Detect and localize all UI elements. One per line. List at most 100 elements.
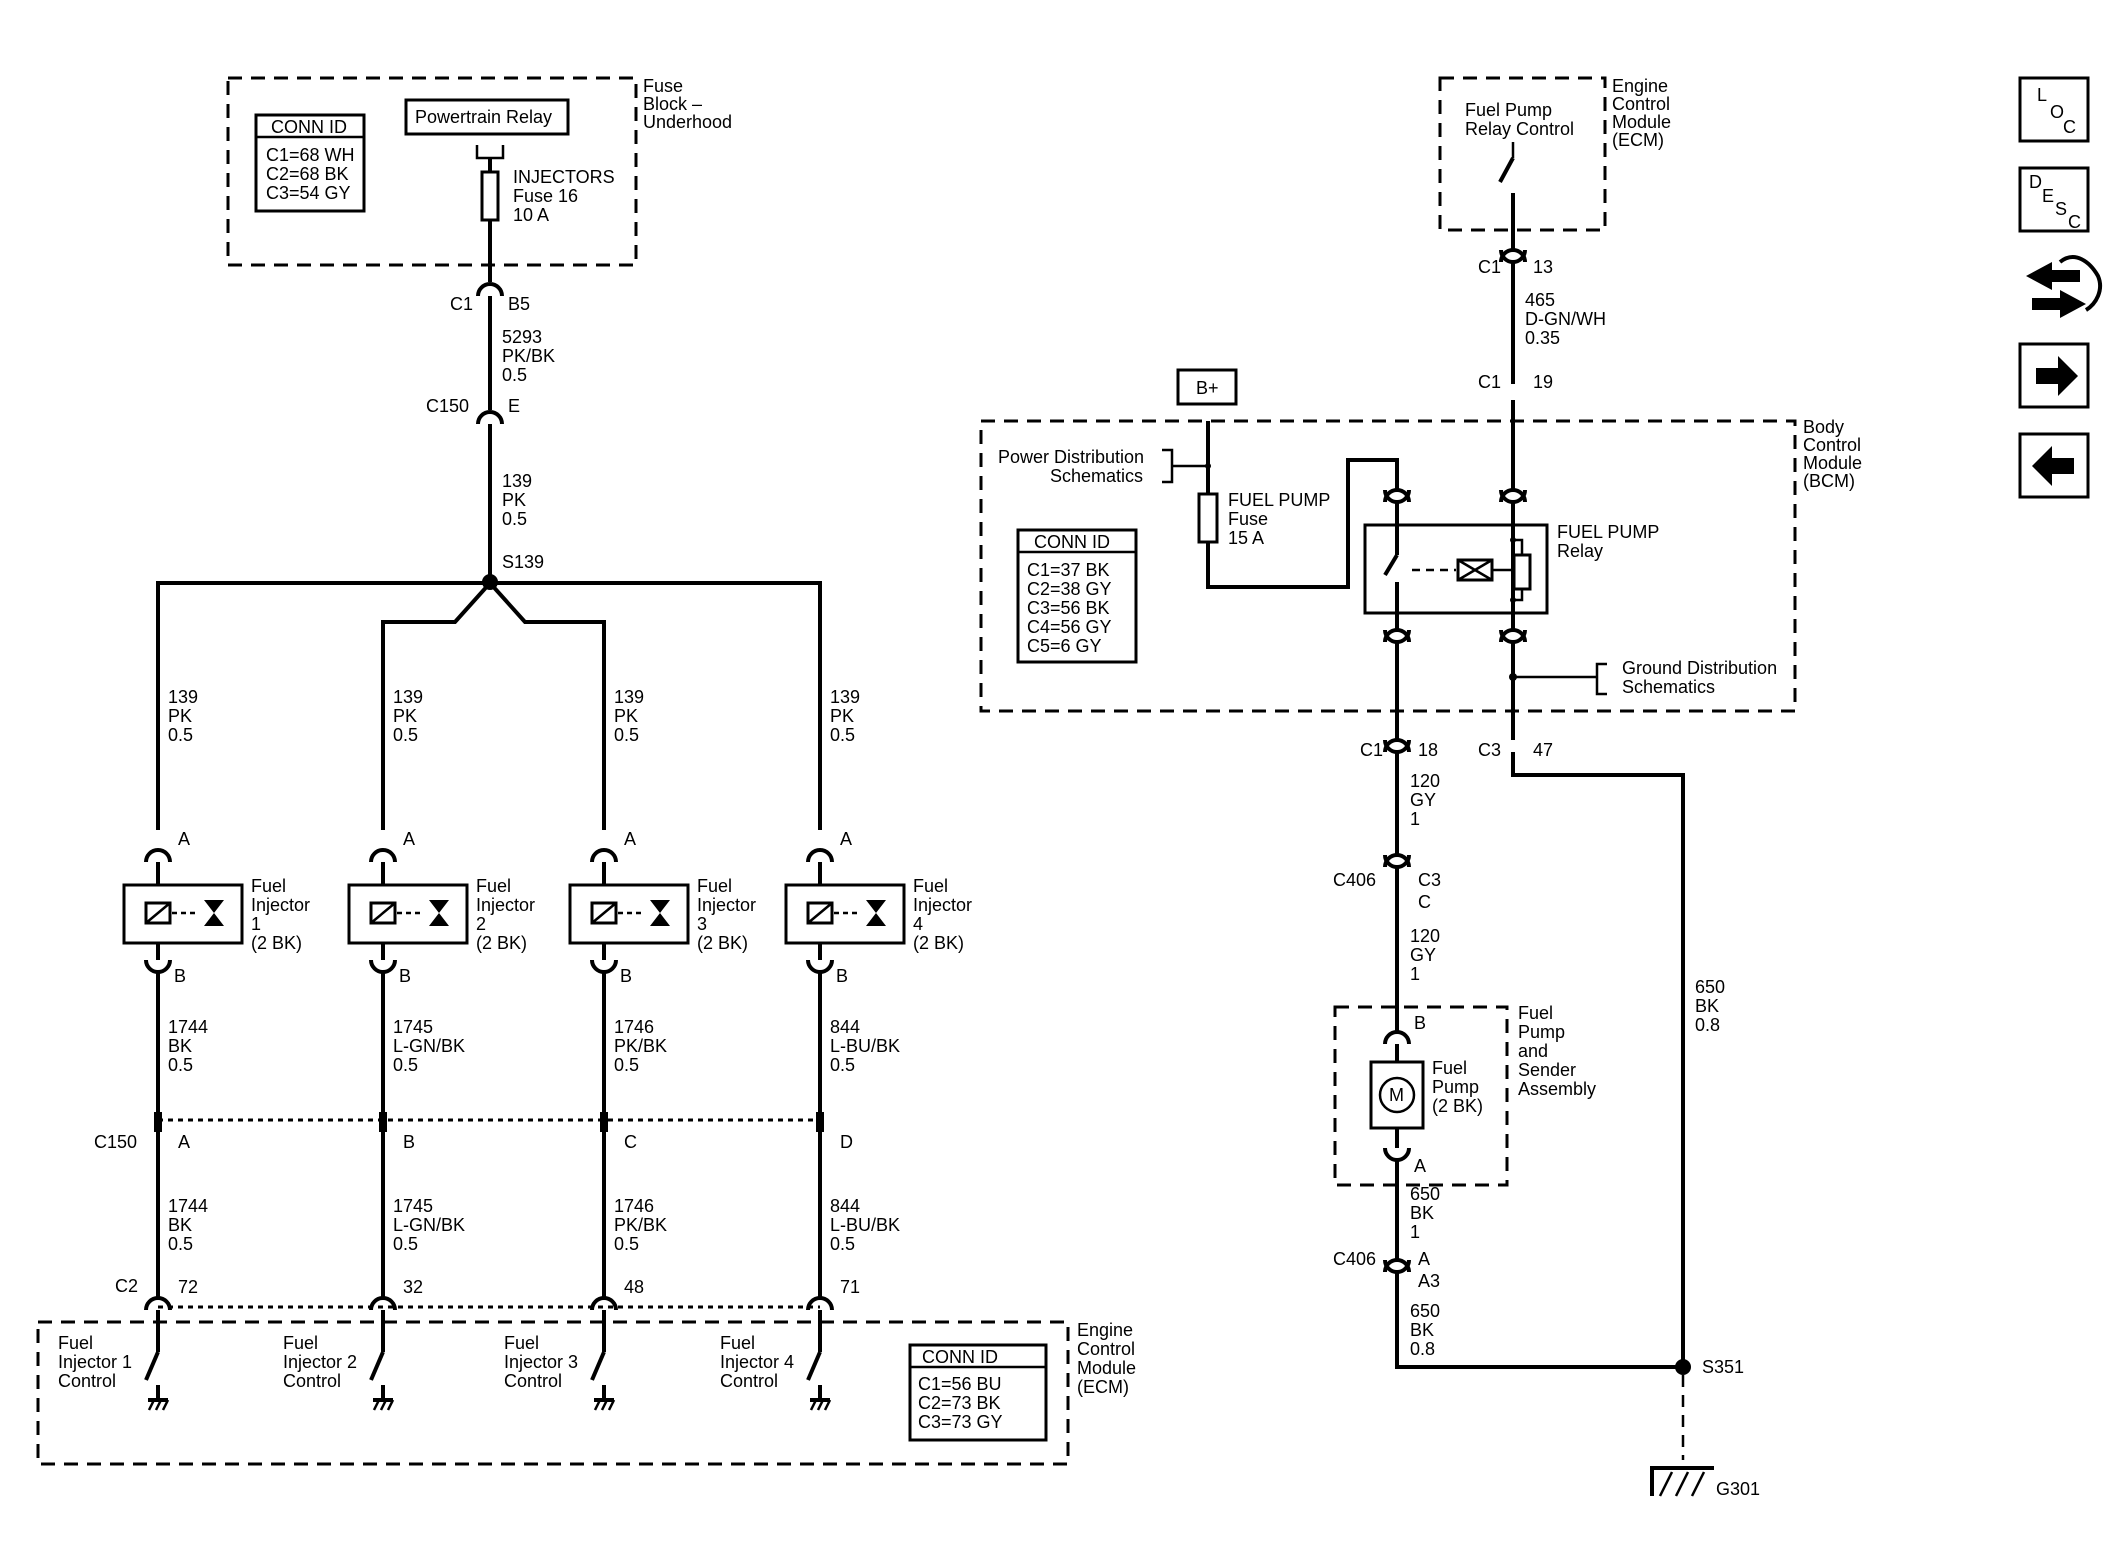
conn-id-line: C2=38 GY: [1027, 579, 1112, 599]
pin-label: 18: [1418, 740, 1438, 760]
bcm-title: Body: [1803, 417, 1844, 437]
wire-label: 1746: [614, 1017, 654, 1037]
nav-loc-button[interactable]: L O C: [2018, 76, 2090, 143]
wire-label: GY: [1410, 945, 1436, 965]
fuel-pump-circuit: C1 18 120 GY 1 C406 C3 C 120 GY 1 Fuel P…: [1333, 642, 1760, 1499]
assembly-label: Sender: [1518, 1060, 1576, 1080]
wire-label: BK: [1410, 1320, 1434, 1340]
ecm-title: Module: [1077, 1358, 1136, 1378]
ecm-control-label: Injector 4: [720, 1352, 794, 1372]
wire-label: 5293: [502, 327, 542, 347]
wire-label: GY: [1410, 790, 1436, 810]
ecm-control-label: Control: [504, 1371, 562, 1391]
assembly-label: Pump: [1518, 1022, 1565, 1042]
conn-id-line: C2=68 BK: [266, 164, 349, 184]
wire-label: 120: [1410, 771, 1440, 791]
power-dist-label: Schematics: [1050, 466, 1143, 486]
wire-label: 139: [393, 687, 423, 707]
injector-label: Injector: [697, 895, 756, 915]
injector-label: 3: [697, 914, 707, 934]
ecm-control-label: Control: [720, 1371, 778, 1391]
ground-dist-label: Ground Distribution: [1622, 658, 1777, 678]
pin-label: 19: [1533, 372, 1553, 392]
wire-label: 844: [830, 1196, 860, 1216]
fuse-block-title-1: Fuse: [643, 76, 683, 96]
splice-label: S139: [502, 552, 544, 572]
powertrain-relay-label: Powertrain Relay: [415, 107, 552, 127]
pump-label: (2 BK): [1432, 1096, 1483, 1116]
pin-label: C3: [1418, 870, 1441, 890]
nav-desc-button[interactable]: D E S C: [2018, 166, 2090, 233]
conn-id-line: C3=73 GY: [918, 1412, 1003, 1432]
wire-label: 0.5: [830, 1234, 855, 1254]
injector-label: (2 BK): [913, 933, 964, 953]
wire-label: 0.5: [393, 1234, 418, 1254]
switch-icon: [144, 1351, 160, 1381]
loc-letter: C: [2063, 117, 2076, 137]
wire-label: D-GN/WH: [1525, 309, 1606, 329]
fuse-label: Fuse 16: [513, 186, 578, 206]
assembly-label: and: [1518, 1041, 1548, 1061]
relay-control-label: Relay Control: [1465, 119, 1574, 139]
power-dist-label: Power Distribution: [998, 447, 1144, 467]
switch-icon: [1498, 157, 1515, 183]
wire-label: 1: [1410, 1222, 1420, 1242]
c150-label: C150: [94, 1132, 137, 1152]
previous-page-button[interactable]: [2018, 432, 2090, 499]
conn-label: C1: [1478, 257, 1501, 277]
conn-id-line: C3=56 BK: [1027, 598, 1110, 618]
ecm-control-label: Control: [58, 1371, 116, 1391]
fuse-label: INJECTORS: [513, 167, 615, 187]
bcm-title: (BCM): [1803, 471, 1855, 491]
next-page-button[interactable]: [2018, 342, 2090, 409]
pin-label: A: [624, 829, 636, 849]
fuse-block-title-3: Underhood: [643, 112, 732, 132]
bplus-label: B+: [1196, 378, 1219, 398]
ecm-control-label: Injector 3: [504, 1352, 578, 1372]
connector-swap-icon[interactable]: [2026, 255, 2103, 318]
conn-id-line: C1=56 BU: [918, 1374, 1002, 1394]
ecm-module-bottom: Engine Control Module (ECM) CONN ID C1=5…: [36, 1320, 1136, 1466]
wire-label: BK: [1410, 1203, 1434, 1223]
wire-label: 650: [1410, 1184, 1440, 1204]
bcm-title: Module: [1803, 453, 1862, 473]
pin-label: B: [403, 1132, 415, 1152]
wire-label: L-GN/BK: [393, 1215, 465, 1235]
pin-label: A: [178, 829, 190, 849]
c406-label: C406: [1333, 1249, 1376, 1269]
pin-label: A: [1418, 1249, 1430, 1269]
ecm-title: Module: [1612, 112, 1671, 132]
wire-label: 1745: [393, 1017, 433, 1037]
fuse-block-underhood: Fuse Block – Underhood CONN ID C1=68 WH …: [226, 76, 732, 282]
wire-label: 0.5: [393, 1055, 418, 1075]
conn-label: C3: [1478, 740, 1501, 760]
pin-label: B: [399, 966, 411, 986]
pin-label: E: [508, 396, 520, 416]
ecm-title: Control: [1077, 1339, 1135, 1359]
conn-id-header: CONN ID: [271, 117, 347, 137]
wire-label: 1: [1410, 964, 1420, 984]
wire-label: 139: [830, 687, 860, 707]
ecm-title: Control: [1612, 94, 1670, 114]
wire-label: PK: [502, 490, 526, 510]
ecm-control-label: Fuel: [720, 1333, 755, 1353]
pin-label: A: [1414, 1156, 1426, 1176]
injector-label: Fuel: [251, 876, 286, 896]
desc-letter: E: [2042, 186, 2054, 206]
pin-label: C: [624, 1132, 637, 1152]
valve-icon: [866, 900, 886, 913]
pin-label: B5: [508, 294, 530, 314]
valve-icon: [204, 900, 224, 913]
wire-label: 1744: [168, 1196, 208, 1216]
valve-icon: [650, 900, 670, 913]
ecm-title: Engine: [1077, 1320, 1133, 1340]
relay-control-label: Fuel Pump: [1465, 100, 1552, 120]
wire-label: 465: [1525, 290, 1555, 310]
pin-label: B: [836, 966, 848, 986]
pin-label: 48: [624, 1277, 644, 1297]
